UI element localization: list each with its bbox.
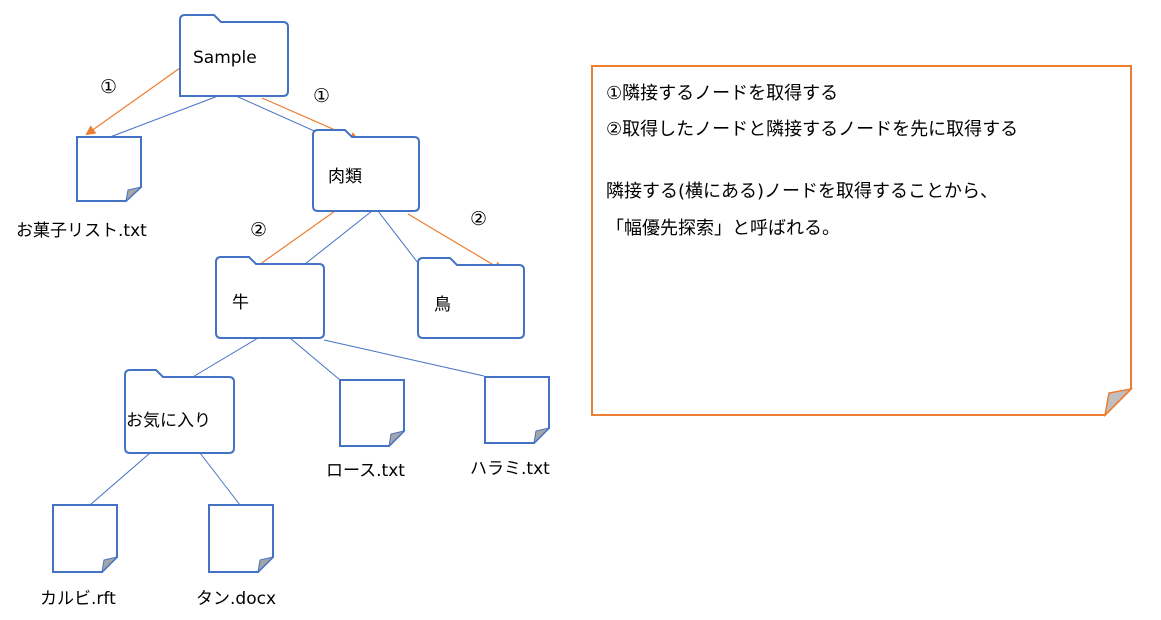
connector-gyu-harami [323,339,485,377]
node-label: 牛 [232,293,249,313]
connector-nikurui-tori [377,210,419,264]
node-label: カルビ.rft [40,589,116,609]
file-okashi[interactable]: お菓子リスト.txt [16,136,147,241]
note-line-3: 隣接する(横にある)ノードを取得することから、 [606,181,998,202]
node-label: お菓子リスト.txt [16,221,147,241]
node-label: Sample [193,48,257,68]
step-mark-2-right: ② [470,208,487,230]
page-fold [388,430,406,448]
page-fold [125,186,143,203]
note-fold [1103,387,1134,418]
file-tan[interactable]: タン.docx [196,504,276,609]
arrow-step1-left [85,67,181,136]
node-label: お気に入り [126,411,211,431]
traversal-arrows [85,67,504,284]
folder-sample[interactable]: Sample [179,14,289,97]
folder-okiniiri[interactable]: お気に入り [124,369,235,454]
file-karubi[interactable]: カルビ.rft [40,504,119,609]
node-label: タン.docx [196,589,276,609]
note-line-4: 「幅優先探索」と呼ばれる。 [606,218,840,239]
page-fold [257,556,275,574]
page-fold [533,427,551,445]
folder-icon [312,129,420,212]
connector-okiniiri-karubi [89,452,151,506]
explanation-note: ①隣接するノードを取得する ②取得したノードと隣接するノードを先に取得する 隣接… [591,65,1134,418]
node-label: ロース.txt [326,461,405,481]
folder-icon [179,14,289,97]
tree-connectors [89,95,485,506]
folder-gyu[interactable]: 牛 [215,256,325,339]
connector-sample-okashi [109,95,219,138]
node-label: 肉類 [328,167,362,187]
arrow-step2-right [407,213,504,272]
step-mark-2-left: ② [250,219,267,241]
folder-nikurui[interactable]: 肉類 [312,129,420,212]
note-line-2: ②取得したノードと隣接するノードを先に取得する [606,119,1018,140]
node-label: ハラミ.txt [470,459,550,479]
file-rosu[interactable]: ロース.txt [326,379,406,481]
folder-icon [417,257,525,339]
connector-okiniiri-tan [199,452,241,506]
folder-tori[interactable]: 鳥 [417,257,525,339]
note-line-1: ①隣接するノードを取得する [606,83,838,104]
connector-gyu-okiniiri [185,337,259,382]
step-mark-1-right: ① [313,85,330,107]
step-mark-1-left: ① [100,76,117,98]
node-label: 鳥 [434,295,451,315]
folder-icon [215,256,325,339]
connector-nikurui-gyu [299,210,373,269]
file-harami[interactable]: ハラミ.txt [470,376,551,479]
folder-icon [124,369,235,454]
page-fold [101,556,119,574]
connector-gyu-rosu [289,337,341,381]
